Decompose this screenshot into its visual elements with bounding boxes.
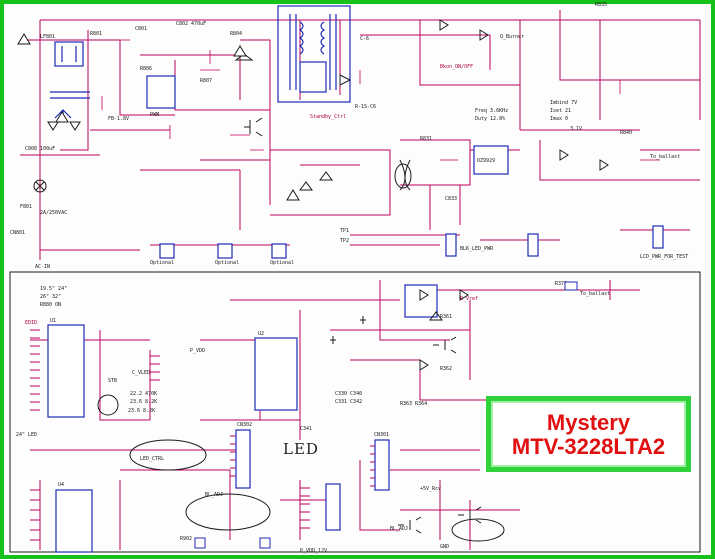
svg-text:R880 ON: R880 ON xyxy=(40,302,61,308)
svg-text:To_ballast: To_ballast xyxy=(580,291,610,297)
svg-text:22.2 470K: 22.2 470K xyxy=(130,391,157,397)
svg-text:2A/250VAC: 2A/250VAC xyxy=(40,210,67,216)
svg-text:U4: U4 xyxy=(58,482,64,488)
svg-text:LCD_PWR_FOR_TEST: LCD_PWR_FOR_TEST xyxy=(640,254,688,260)
svg-text:Bkon_ON/OFF: Bkon_ON/OFF xyxy=(440,64,473,70)
components-lower xyxy=(330,289,482,534)
svg-text:AC-IN: AC-IN xyxy=(35,264,50,270)
model-number: MTV-3228LTA2 xyxy=(511,434,666,459)
ic-labels-lower: U1 U2 U4 CN301 CN302 xyxy=(50,318,389,488)
svg-text:Imbind 7V: Imbind 7V xyxy=(550,100,577,106)
svg-text:C833: C833 xyxy=(445,196,457,202)
led-section-label: LED xyxy=(283,440,319,458)
svg-text:Optional: Optional xyxy=(215,260,239,266)
resistor-group xyxy=(101,39,664,246)
svg-text:R902: R902 xyxy=(180,536,192,542)
svg-text:GND: GND xyxy=(440,544,449,550)
svg-text:F801: F801 xyxy=(20,204,32,210)
svg-text:3.1V: 3.1V xyxy=(570,126,582,132)
svg-text:P_VDD: P_VDD xyxy=(190,348,205,354)
svg-text:FB-1.8V: FB-1.8V xyxy=(108,116,129,122)
svg-text:C331 C342: C331 C342 xyxy=(335,399,362,405)
svg-text:To_ballast: To_ballast xyxy=(650,154,680,160)
model-badge: Mystery MTV-3228LTA2 xyxy=(486,396,691,472)
power-supply-section xyxy=(20,10,701,260)
svg-text:R807: R807 xyxy=(200,78,212,84)
warning-icon xyxy=(17,33,300,201)
svg-text:23.6 8.2K: 23.6 8.2K xyxy=(128,408,155,414)
pwm-controller-ic xyxy=(146,75,664,259)
svg-text:CN302: CN302 xyxy=(237,422,252,428)
svg-text:R_Vref: R_Vref xyxy=(460,296,478,302)
component-labels-upper: LF801 R801 C801 C802 470uF R804 R806 R80… xyxy=(10,2,688,270)
svg-text:R840: R840 xyxy=(620,130,632,136)
svg-text:BLK_LED_PWR: BLK_LED_PWR xyxy=(460,246,494,252)
svg-text:26" 32": 26" 32" xyxy=(40,294,61,300)
component-labels-lower: 19.5" 24" 26" 32" R880 ON STB C_VLED P_V… xyxy=(16,281,610,554)
svg-text:R831: R831 xyxy=(420,136,432,142)
svg-text:CN801: CN801 xyxy=(10,230,25,236)
svg-text:STB: STB xyxy=(108,378,117,384)
standby-transformer xyxy=(50,41,90,119)
svg-text:EDID: EDID xyxy=(25,320,37,326)
svg-text:Q_Burner: Q_Burner xyxy=(500,34,524,40)
svg-text:TP2: TP2 xyxy=(340,238,349,244)
svg-text:+5V_Rcv: +5V_Rcv xyxy=(420,486,441,492)
svg-text:R370: R370 xyxy=(555,281,567,287)
svg-text:Iset 21: Iset 21 xyxy=(550,108,571,114)
svg-text:CN301: CN301 xyxy=(374,432,389,438)
svg-text:TP1: TP1 xyxy=(340,228,349,234)
svg-text:LED_CTRL: LED_CTRL xyxy=(140,456,164,462)
svg-text:C802 470uF: C802 470uF xyxy=(176,21,206,27)
svg-text:R363 R364: R363 R364 xyxy=(400,401,427,407)
svg-text:R801: R801 xyxy=(90,31,102,37)
svg-text:Imax 0: Imax 0 xyxy=(550,116,568,122)
svg-text:OZ9929: OZ9929 xyxy=(477,158,495,164)
svg-text:R362: R362 xyxy=(440,366,452,372)
svg-text:C808 100uF: C808 100uF xyxy=(25,146,55,152)
annotation-ellipses xyxy=(97,163,505,542)
small-connectors xyxy=(194,281,578,549)
svg-text:Freq 3.6KHz: Freq 3.6KHz xyxy=(475,108,508,114)
lower-section-border xyxy=(9,271,701,553)
svg-text:Standby_Ctrl: Standby_Ctrl xyxy=(310,114,346,120)
svg-text:PWM: PWM xyxy=(150,112,159,118)
svg-text:C_VLED: C_VLED xyxy=(132,370,150,376)
svg-text:C801: C801 xyxy=(135,26,147,32)
ic-chips-lower xyxy=(47,284,438,553)
svg-text:Optional: Optional xyxy=(150,260,174,266)
svg-text:LF801: LF801 xyxy=(40,34,55,40)
svg-text:P_VDD_12V: P_VDD_12V xyxy=(300,548,327,554)
svg-text:R804: R804 xyxy=(230,31,242,37)
svg-text:U1: U1 xyxy=(50,318,56,324)
svg-text:R806: R806 xyxy=(140,66,152,72)
svg-text:C330 C340: C330 C340 xyxy=(335,391,362,397)
svg-text:Duty 12.8%: Duty 12.8% xyxy=(475,116,505,122)
svg-text:C-6: C-6 xyxy=(360,36,369,42)
svg-text:Optional: Optional xyxy=(270,260,294,266)
svg-text:19.5" 24": 19.5" 24" xyxy=(40,286,67,292)
svg-text:U2: U2 xyxy=(258,331,264,337)
svg-text:23.6 8.2K: 23.6 8.2K xyxy=(130,399,157,405)
svg-text:BL_ADJ: BL_ADJ xyxy=(390,526,408,532)
svg-text:24" LED: 24" LED xyxy=(16,432,37,438)
svg-text:R-1S-C6: R-1S-C6 xyxy=(355,104,376,110)
svg-text:BL_ADJ: BL_ADJ xyxy=(205,492,223,498)
brand-name: Mystery xyxy=(546,410,631,435)
svg-text:R835: R835 xyxy=(595,2,607,8)
svg-text:C341: C341 xyxy=(300,426,312,432)
svg-text:R361: R361 xyxy=(440,314,452,320)
main-transformer xyxy=(277,5,351,103)
